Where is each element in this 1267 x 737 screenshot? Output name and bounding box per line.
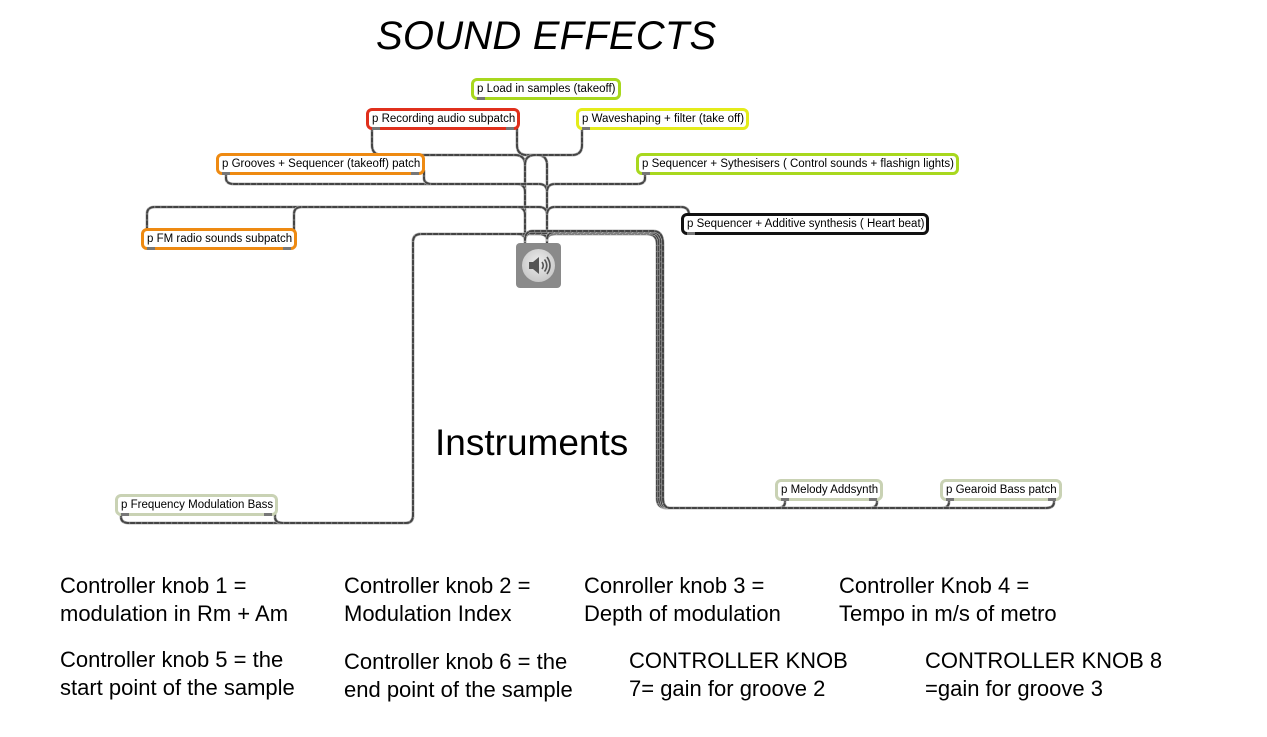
section-heading-instruments: Instruments — [435, 422, 629, 463]
note-line: Controller knob 2 = — [344, 573, 531, 598]
patch-cord-casing — [545, 230, 951, 510]
subpatch-additive-heart-beat[interactable]: p Sequencer + Additive synthesis ( Heart… — [681, 213, 930, 235]
speaker-icon — [529, 256, 551, 275]
patch-title: SOUND EFFECTS — [376, 14, 717, 58]
patch-cord[interactable] — [524, 232, 878, 509]
subpatch-label: p Sequencer + Additive synthesis ( Heart… — [687, 218, 925, 230]
outlet-port[interactable] — [283, 247, 292, 250]
outlet-port[interactable] — [687, 232, 695, 235]
outlet-port[interactable] — [506, 127, 515, 130]
subpatch-gearoid-bass[interactable]: p Gearoid Bass patch — [940, 479, 1062, 501]
outlet-port[interactable] — [264, 513, 273, 516]
subpatch-melody-addsynth[interactable]: p Melody Addsynth — [775, 479, 884, 501]
patch-cord[interactable] — [546, 231, 950, 509]
patch-cord[interactable] — [524, 125, 583, 244]
subpatch-label: p Sequencer + Sythesisers ( Control soun… — [642, 158, 954, 170]
outlet-port[interactable] — [582, 127, 590, 130]
note-line: Controller knob 6 = the — [344, 649, 568, 674]
patch-cord[interactable] — [546, 206, 690, 244]
note-line: Depth of modulation — [584, 601, 781, 626]
note-line: Modulation Index — [344, 601, 512, 626]
note-knob-6: Controller knob 6 = the end point of the… — [344, 648, 573, 704]
patch-cord-casing — [273, 232, 549, 525]
patch-cord-casing — [523, 231, 879, 510]
note-knob-2: Controller knob 2 = Modulation Index — [344, 572, 531, 628]
patch-cord-casing — [545, 205, 691, 245]
note-line: =gain for groove 3 — [925, 676, 1103, 701]
patch-cord-casing — [292, 205, 549, 245]
note-line: Controller knob 1 = — [60, 573, 247, 598]
note-knob-7: CONTROLLER KNOB 7= gain for groove 2 — [629, 647, 848, 703]
note-knob-4: Controller Knob 4 = Tempo in m/s of metr… — [839, 572, 1057, 628]
note-line: Controller knob 5 = the — [60, 647, 284, 672]
note-line: end point of the sample — [344, 677, 573, 702]
subpatch-label: p Melody Addsynth — [781, 484, 879, 496]
patch-cord[interactable] — [546, 170, 646, 244]
outlet-port[interactable] — [946, 498, 954, 501]
patch-cord-casing — [119, 232, 527, 525]
patch-cord-casing — [545, 232, 787, 510]
subpatch-label: p Grooves + Sequencer (takeoff) patch — [222, 158, 421, 170]
note-knob-5: Controller knob 5 = the start point of t… — [60, 646, 295, 702]
note-line: Conroller knob 3 = — [584, 573, 765, 598]
patch-cord-casing — [523, 229, 1056, 510]
patch-cord[interactable] — [120, 233, 526, 524]
note-line: start point of the sample — [60, 675, 295, 700]
outlet-port[interactable] — [147, 247, 155, 250]
subpatch-label: p Recording audio subpatch — [372, 113, 516, 125]
outlet-port[interactable] — [1047, 498, 1056, 501]
patch-cord[interactable] — [546, 233, 786, 509]
subpatch-label: p Gearoid Bass patch — [946, 484, 1057, 496]
subpatch-label: p Waveshaping + filter (take off) — [582, 113, 745, 125]
outlet-port[interactable] — [642, 172, 650, 175]
subpatch-sequencer-synthesisers[interactable]: p Sequencer + Sythesisers ( Control soun… — [636, 153, 959, 175]
subpatch-label: p Frequency Modulation Bass — [121, 499, 274, 511]
outlet-port[interactable] — [411, 172, 420, 175]
note-line: modulation in Rm + Am — [60, 601, 289, 626]
subpatch-fm-radio-sounds[interactable]: p FM radio sounds subpatch — [141, 228, 298, 250]
outlet-port[interactable] — [222, 172, 230, 175]
note-knob-8: CONTROLLER KNOB 8 =gain for groove 3 — [925, 647, 1162, 703]
outlet-port[interactable] — [477, 97, 485, 100]
outlet-port[interactable] — [781, 498, 789, 501]
patch-cord[interactable] — [274, 233, 548, 524]
outlet-port[interactable] — [372, 127, 380, 130]
note-knob-1: Controller knob 1 = modulation in Rm + A… — [60, 572, 288, 628]
subpatch-grooves-sequencer[interactable]: p Grooves + Sequencer (takeoff) patch — [216, 153, 426, 175]
patch-cord[interactable] — [524, 230, 1055, 509]
note-line: Controller Knob 4 = — [839, 573, 1030, 598]
subpatch-recording-audio[interactable]: p Recording audio subpatch — [366, 108, 521, 130]
note-knob-3: Conroller knob 3 = Depth of modulation — [584, 572, 781, 628]
outlet-port[interactable] — [869, 498, 878, 501]
subpatch-load-samples[interactable]: p Load in samples (takeoff) — [471, 78, 621, 100]
patch-cord[interactable] — [225, 170, 526, 244]
ezdac-speaker-button[interactable] — [516, 243, 561, 288]
outlet-port[interactable] — [121, 513, 129, 516]
subpatch-fm-bass[interactable]: p Frequency Modulation Bass — [115, 494, 279, 516]
subpatch-waveshaping-filter[interactable]: p Waveshaping + filter (take off) — [576, 108, 750, 130]
subpatch-label: p Load in samples (takeoff) — [477, 83, 616, 95]
subpatch-label: p FM radio sounds subpatch — [147, 233, 293, 245]
note-line: CONTROLLER KNOB 8 — [925, 648, 1163, 673]
note-line: 7= gain for groove 2 — [629, 676, 826, 701]
note-line: Tempo in m/s of metro — [839, 601, 1057, 626]
note-line: CONTROLLER KNOB — [629, 648, 848, 673]
speaker-disc — [522, 249, 555, 282]
patch-cord[interactable] — [293, 206, 548, 244]
